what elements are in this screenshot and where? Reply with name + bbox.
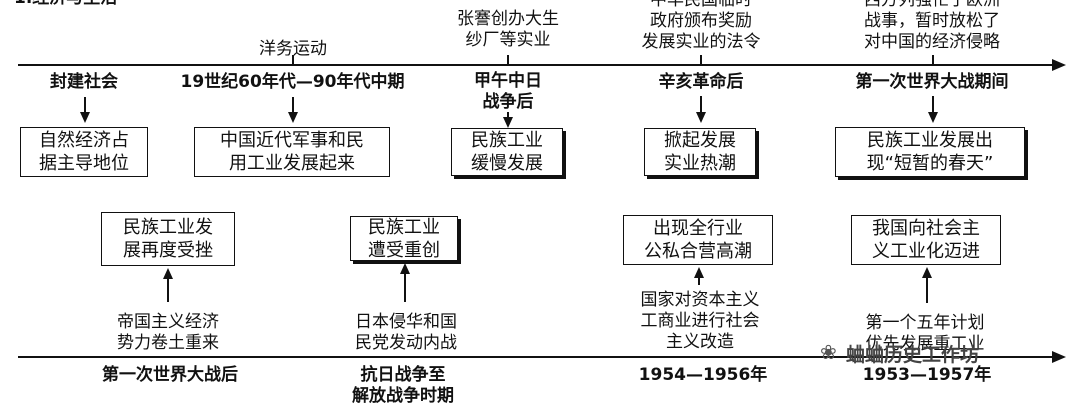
arrow-head-up: [400, 263, 410, 274]
arrow-shaft: [404, 272, 406, 302]
box-brief-spring: 民族工业发展出 现“短暂的春天”: [835, 127, 1025, 177]
cause-japan-civil-war: 日本侵华和国 民党发动内战: [355, 312, 457, 353]
box-slow-development: 民族工业 缓慢发展: [451, 128, 563, 176]
cause-socialist-transformation: 国家对资本主义 工商业进行社会 主义改造: [640, 290, 760, 352]
top-tick: [507, 55, 509, 65]
arrow-shaft: [292, 97, 294, 113]
event-yangwu: 洋务运动: [259, 39, 327, 59]
top-timeline-axis: [18, 64, 1053, 66]
arrow-shaft: [932, 96, 934, 113]
wechat-icon: ❀: [820, 340, 837, 364]
arrow-head-down: [928, 112, 938, 123]
bottom-timeline-arrowhead: [1052, 351, 1066, 363]
box-setback-again: 民族工业发 展再度受挫: [101, 212, 235, 266]
arrow-head-down: [288, 112, 298, 123]
arrow-shaft: [507, 112, 509, 118]
cause-imperialism: 帝国主义经济 势力卷土重来: [117, 312, 219, 353]
box-socialist-industry: 我国向社会主 义工业化迈进: [851, 215, 1001, 265]
arrow-shaft: [84, 97, 86, 113]
arrow-head-down: [503, 117, 513, 128]
period-after-ww1: 第一次世界大战后: [102, 365, 238, 385]
box-ziran-economy: 自然经济占 据主导地位: [20, 127, 148, 177]
top-tick: [292, 55, 294, 65]
top-timeline-arrowhead: [1052, 59, 1066, 71]
watermark-text: 蛐蛐历史工作坊: [846, 344, 980, 366]
period-ww1: 第一次世界大战期间: [855, 72, 1009, 92]
section-title: 1.经济与生活: [14, 0, 117, 9]
arrow-head-down: [80, 112, 90, 123]
top-tick: [932, 55, 934, 65]
period-jiawu: 甲午中日 战争后: [474, 71, 542, 112]
period-1953-1957: 1953—1957年: [862, 365, 992, 385]
cause-five-year-plan: 第一个五年计划 优先发展重工业: [865, 313, 985, 354]
top-tick: [700, 55, 702, 65]
period-1860-1890s: 19世纪60年代—90年代中期: [180, 72, 405, 92]
arrow-shaft: [167, 278, 169, 302]
box-heavy-blow: 民族工业 遭受重创: [350, 216, 458, 261]
event-europe: 西方列强忙于欧洲 战事，暂时放松了 对中国的经济侵略: [864, 0, 1000, 52]
box-industry-boom: 掀起发展 实业热潮: [644, 128, 756, 176]
event-nanjing: 中华民国临时 政府颁布奖励 发展实业的法令: [641, 0, 761, 52]
arrow-head-up: [922, 267, 932, 278]
arrow-shaft: [926, 277, 928, 303]
box-joint-ownership: 出现全行业 公私合营高潮: [623, 215, 773, 265]
arrow-head-up: [694, 267, 704, 278]
period-1954-1956: 1954—1956年: [638, 365, 768, 385]
arrow-shaft: [698, 277, 700, 285]
event-zhangjian: 张謇创办大生 纱厂等实业: [457, 9, 559, 50]
arrow-head-down: [696, 112, 706, 123]
box-modern-industry: 中国近代军事和民 用工业发展起来: [194, 127, 390, 177]
bottom-timeline-axis: [18, 356, 1053, 358]
arrow-shaft: [700, 96, 702, 113]
period-war: 抗日战争至 解放战争时期: [352, 365, 454, 406]
arrow-head-up: [163, 268, 173, 279]
period-xinhai: 辛亥革命后: [658, 72, 744, 92]
period-feudal: 封建社会: [50, 72, 118, 92]
